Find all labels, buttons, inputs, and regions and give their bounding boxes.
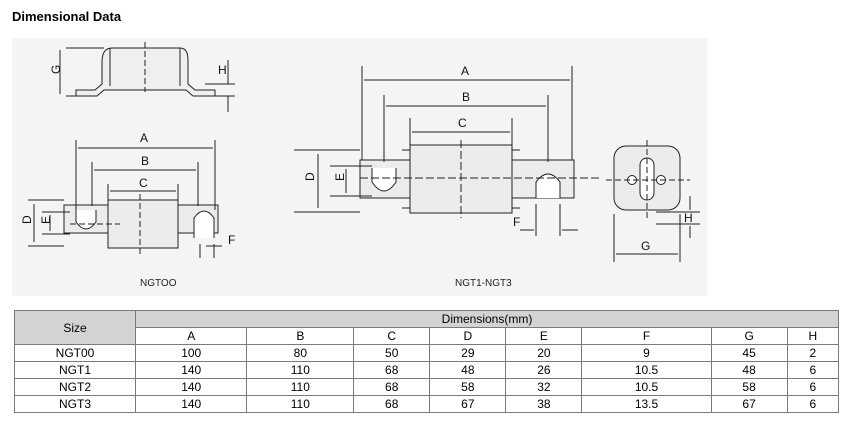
value-cell: 58 [710,378,788,396]
value-cell: 10.5 [581,378,712,396]
size-cell: NGT3 [14,395,136,413]
column-header: E [505,327,583,345]
endview-label-h: H [684,211,693,225]
page-title: Dimensional Data [12,9,122,24]
value-cell: 45 [710,344,788,362]
value-cell: 110 [246,378,355,396]
value-cell: 20 [505,344,583,362]
value-cell: 48 [429,361,507,379]
value-cell: 10.5 [581,361,712,379]
ngt13-label-e: E [333,173,347,181]
ngt00-label-c: C [139,176,148,190]
ngt-end-view [606,140,700,262]
ngt13-label-f: F [513,215,520,229]
value-cell: 110 [246,361,355,379]
value-cell: 38 [505,395,583,413]
ngt13-label-a: A [461,64,469,78]
value-cell: 68 [353,395,431,413]
dimensions-header: Dimensions(mm) [135,310,839,328]
column-header: A [134,327,248,345]
value-cell: 58 [429,378,507,396]
value-cell: 32 [505,378,583,396]
value-cell: 6 [786,395,840,413]
table-header-row: Size Dimensions(mm) [14,310,839,345]
ngt13-label-c: C [458,116,467,130]
dimensions-table: Size Dimensions(mm) A B C D E F G H NGT0… [14,310,840,413]
ngt00-label-b: B [141,154,149,168]
ngt00-label-f: F [228,233,235,247]
value-cell: 9 [581,344,712,362]
value-cell: 140 [134,395,248,413]
value-cell: 80 [246,344,355,362]
value-cell: 26 [505,361,583,379]
value-cell: 68 [353,378,431,396]
value-cell: 140 [134,361,248,379]
value-cell: 6 [786,361,840,379]
ngt13-front-view [294,66,600,236]
size-cell: NGT2 [14,378,136,396]
table-row: NGT00 100 80 50 29 20 9 45 2 [14,344,840,362]
value-cell: 50 [353,344,431,362]
value-cell: 13.5 [581,395,712,413]
value-cell: 110 [246,395,355,413]
value-cell: 68 [353,361,431,379]
value-cell: 6 [786,378,840,396]
ngt00-side-view [59,42,235,112]
ngt00-label-d: D [20,215,34,224]
column-header: G [710,327,788,345]
value-cell: 48 [710,361,788,379]
dimension-letters: A B C D E F G H A B C D E F G H [20,63,693,253]
size-header: Size [14,310,136,345]
value-cell: 100 [134,344,248,362]
table-column-row: A B C D E F G H [15,327,840,345]
value-cell: 29 [429,344,507,362]
ngt00-label-a: A [140,131,148,145]
ngt00-label-g: G [49,65,63,74]
ngt00-label-e: E [39,216,53,224]
ngt00-caption: NGTOO [140,278,177,289]
value-cell: 140 [134,378,248,396]
size-cell: NGT1 [14,361,136,379]
table-row: NGT2 140 110 68 58 32 10.5 58 6 [14,378,840,396]
column-header: C [353,327,431,345]
column-header: B [246,327,355,345]
ngt00-front-view [28,140,222,258]
ngt00-label-h: H [218,63,227,77]
table-row: NGT3 140 110 68 67 38 13.5 67 6 [14,395,840,413]
table-row: NGT1 140 110 68 48 26 10.5 48 6 [14,361,840,379]
value-cell: 2 [786,344,840,362]
size-cell: NGT00 [14,344,136,362]
value-cell: 67 [710,395,788,413]
value-cell: 67 [429,395,507,413]
column-header: D [429,327,507,345]
column-header: F [581,327,712,345]
ngt13-label-d: D [303,172,317,181]
ngt13-label-b: B [462,90,470,104]
ngt13-caption: NGT1-NGT3 [455,278,512,289]
column-header: H [786,327,840,345]
dimension-drawings: A B C D E F G H A B C D E F G H NGTOO NG… [12,38,707,296]
endview-label-g: G [641,239,650,253]
